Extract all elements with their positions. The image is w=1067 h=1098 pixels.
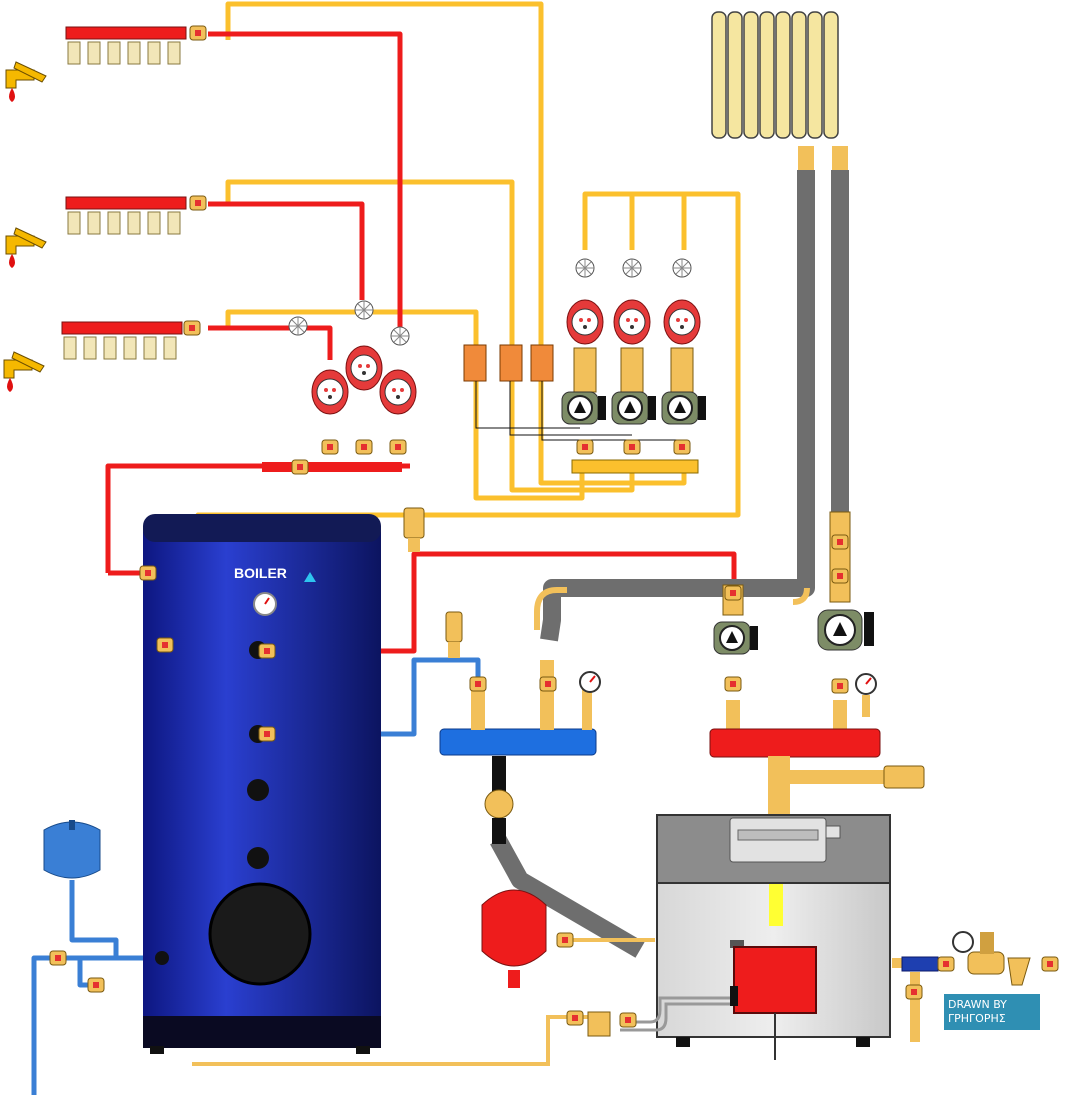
radiator-icon <box>711 11 839 139</box>
pressure-gauge-icon <box>579 671 601 693</box>
manifold-1[interactable] <box>65 25 207 65</box>
tank-label: BOILER <box>234 565 287 581</box>
heating-pump-1[interactable] <box>713 584 759 730</box>
pump-station[interactable] <box>561 258 707 474</box>
pressure-reducer-icon <box>952 931 1005 975</box>
pump-icon <box>611 391 657 425</box>
faucet-icon <box>5 227 47 269</box>
fuel-line <box>620 996 730 1032</box>
radiator-pipe-brass <box>832 146 848 170</box>
expansion-vessel-icon <box>481 889 547 988</box>
air-vent-icon <box>403 507 425 552</box>
cold-inlet-assembly[interactable] <box>892 931 1059 1042</box>
hot-collector-pipe <box>262 462 402 472</box>
header-branches <box>471 660 886 816</box>
pressure-gauge-icon <box>855 673 877 717</box>
manifold-2[interactable] <box>65 195 207 235</box>
manifold-3[interactable] <box>61 320 201 360</box>
badge-line2: ΓΡΗΓΟΡΗΣ <box>948 1012 1006 1025</box>
hot-water-tank: BOILER <box>143 514 381 1054</box>
faucet-icon <box>3 351 45 393</box>
burner-icon[interactable] <box>730 940 817 1060</box>
zone-controllers[interactable] <box>463 344 554 382</box>
fuel-filter <box>587 1011 611 1037</box>
pump-icon <box>661 391 707 425</box>
hot-flow-header <box>709 728 881 758</box>
cold-return-header <box>439 728 597 756</box>
zone-valve-icon <box>484 756 514 844</box>
pump-icon <box>561 391 607 425</box>
pump-icon <box>713 621 759 655</box>
drain-fitting <box>883 765 925 789</box>
author-badge: DRAWN BY ΓΡΗΓΟΡΗΣ <box>944 994 1040 1030</box>
pump-icon <box>817 609 874 651</box>
faucet-icon <box>5 61 47 103</box>
expansion-vessel-icon <box>43 820 101 879</box>
heating-coil-flange <box>208 882 312 986</box>
radiator-pipe-brass <box>798 146 814 170</box>
air-vent-icon <box>445 611 463 658</box>
thermometer-icon <box>253 592 277 616</box>
badge-line1: DRAWN BY <box>948 998 1007 1011</box>
